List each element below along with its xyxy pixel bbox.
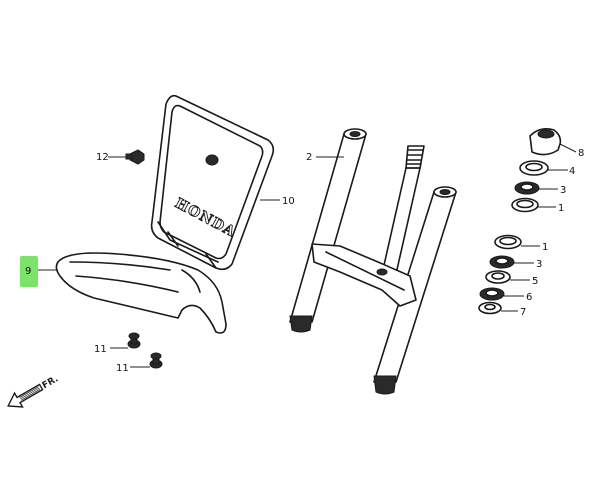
- race-1-upper[interactable]: [511, 197, 539, 213]
- bearing-6[interactable]: [479, 287, 505, 301]
- number-plate[interactable]: HONDA: [150, 94, 275, 271]
- callout-6[interactable]: 6: [526, 292, 532, 303]
- bearing-3-lower[interactable]: [489, 255, 515, 269]
- bolt-11-lower[interactable]: [149, 352, 163, 369]
- callout-2[interactable]: 2: [306, 152, 312, 163]
- front-fork[interactable]: [289, 128, 457, 395]
- callout-10[interactable]: 10: [282, 196, 295, 207]
- callout-1-lower[interactable]: 1: [542, 242, 548, 253]
- callout-9[interactable]: 9: [25, 266, 31, 277]
- callout-8[interactable]: 8: [578, 148, 584, 159]
- race-1-lower[interactable]: [494, 234, 522, 250]
- dust-seal-7[interactable]: [478, 301, 502, 315]
- washer-4[interactable]: [519, 160, 549, 176]
- leader-lines: [38, 143, 577, 368]
- seal-5[interactable]: [485, 270, 511, 284]
- callout-1-upper[interactable]: 1: [558, 203, 564, 214]
- callout-4[interactable]: 4: [569, 166, 575, 177]
- callout-7[interactable]: 7: [520, 307, 526, 318]
- callout-3-lower[interactable]: 3: [536, 259, 542, 270]
- callout-12[interactable]: 12: [96, 152, 109, 163]
- front-fender[interactable]: [55, 252, 227, 334]
- bearing-3-upper[interactable]: [514, 181, 540, 195]
- top-nut-8[interactable]: [529, 128, 562, 156]
- callout-9-highlight: [20, 256, 38, 287]
- bolt-11-upper[interactable]: [127, 332, 141, 349]
- front-arrow-label: FR.: [41, 374, 60, 391]
- bolt-12[interactable]: [125, 149, 145, 165]
- front-direction-arrow: FR.: [7, 374, 60, 408]
- callout-5[interactable]: 5: [532, 276, 538, 287]
- callout-11-lower[interactable]: 11: [116, 363, 129, 374]
- callout-11-upper[interactable]: 11: [94, 344, 107, 355]
- callout-3-upper[interactable]: 3: [560, 185, 566, 196]
